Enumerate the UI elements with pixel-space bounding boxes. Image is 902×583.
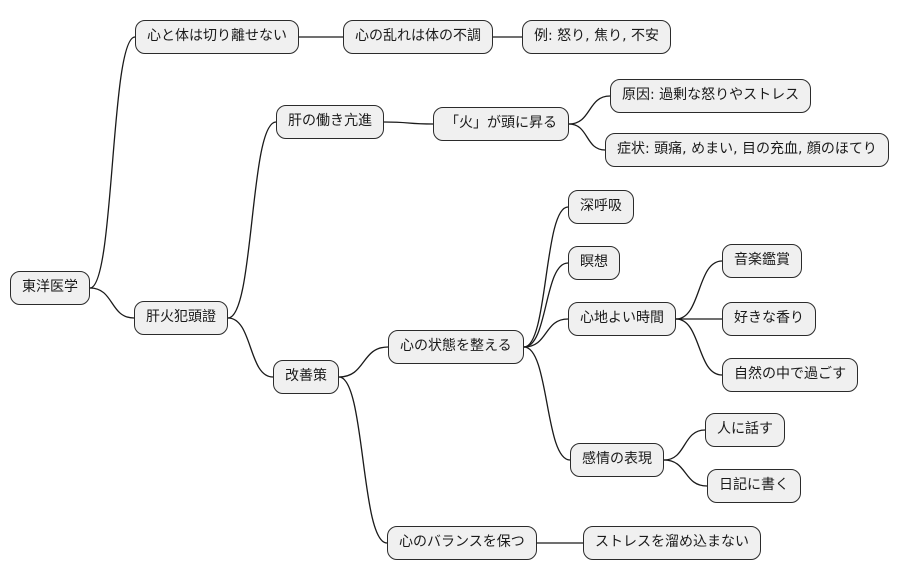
node-symptoms: 症状: 頭痛, めまい, 目の充血, 顔のほてり — [605, 133, 889, 167]
node-write-diary: 日記に書く — [707, 469, 801, 503]
connector-jotai-kokochi — [523, 318, 569, 348]
node-favorite-scent: 好きな香り — [722, 302, 816, 336]
connector-jotai-kanjo — [523, 346, 571, 461]
connector-kanjo-nikki — [663, 459, 708, 487]
connector-toyo-kanka — [89, 287, 135, 319]
node-music-appreciation: 音楽鑑賞 — [722, 244, 802, 278]
node-examples-emotions: 例: 怒り, 焦り, 不安 — [522, 20, 671, 54]
node-fire-rises-to-head: 「火」が頭に昇る — [433, 107, 569, 141]
node-improvement-measures: 改善策 — [273, 360, 339, 394]
node-spend-time-in-nature: 自然の中で過ごす — [722, 358, 859, 392]
node-mind-disorder-body: 心の乱れは体の不調 — [343, 20, 493, 54]
node-kanka-hanto-sho: 肝火犯頭證 — [134, 301, 228, 335]
connector-hi_rises-genin — [568, 95, 611, 125]
node-keep-mental-balance: 心のバランスを保つ — [387, 526, 537, 560]
node-deep-breathing: 深呼吸 — [568, 190, 634, 224]
connector-kanjo-hanasu — [663, 429, 706, 461]
node-express-emotions: 感情の表現 — [570, 443, 664, 477]
node-talk-to-people: 人に話す — [705, 413, 785, 447]
connector-kaizen-jotai — [338, 346, 389, 378]
node-adjust-mental-state: 心の状態を整える — [388, 330, 524, 364]
node-root-toyo-igaku: 東洋医学 — [10, 271, 90, 305]
connector-kanka-kan_hataraki — [227, 121, 277, 319]
connector-jotai-meiso — [523, 262, 569, 348]
connector-kokochi-ongaku — [675, 260, 723, 320]
connector-kokochi-shizen — [675, 318, 723, 376]
node-liver-hyperactivity: 肝の働き亢進 — [276, 105, 384, 139]
connector-kaizen-balance — [338, 376, 388, 544]
node-dont-accumulate-stress: ストレスを溜め込まない — [583, 526, 761, 560]
connector-hi_rises-shojo — [568, 123, 606, 151]
node-pleasant-time: 心地よい時間 — [568, 302, 676, 336]
connector-toyo-mind_body — [89, 36, 136, 289]
connector-kan_hataraki-hi_rises — [383, 121, 434, 125]
node-mind-body-inseparable: 心と体は切り離せない — [135, 20, 299, 54]
connector-kanka-kaizen — [227, 317, 274, 378]
connector-jotai-shinkokyu — [523, 206, 569, 348]
node-cause-anger-stress: 原因: 過剰な怒りやストレス — [610, 79, 812, 113]
node-meditation: 瞑想 — [568, 246, 620, 280]
